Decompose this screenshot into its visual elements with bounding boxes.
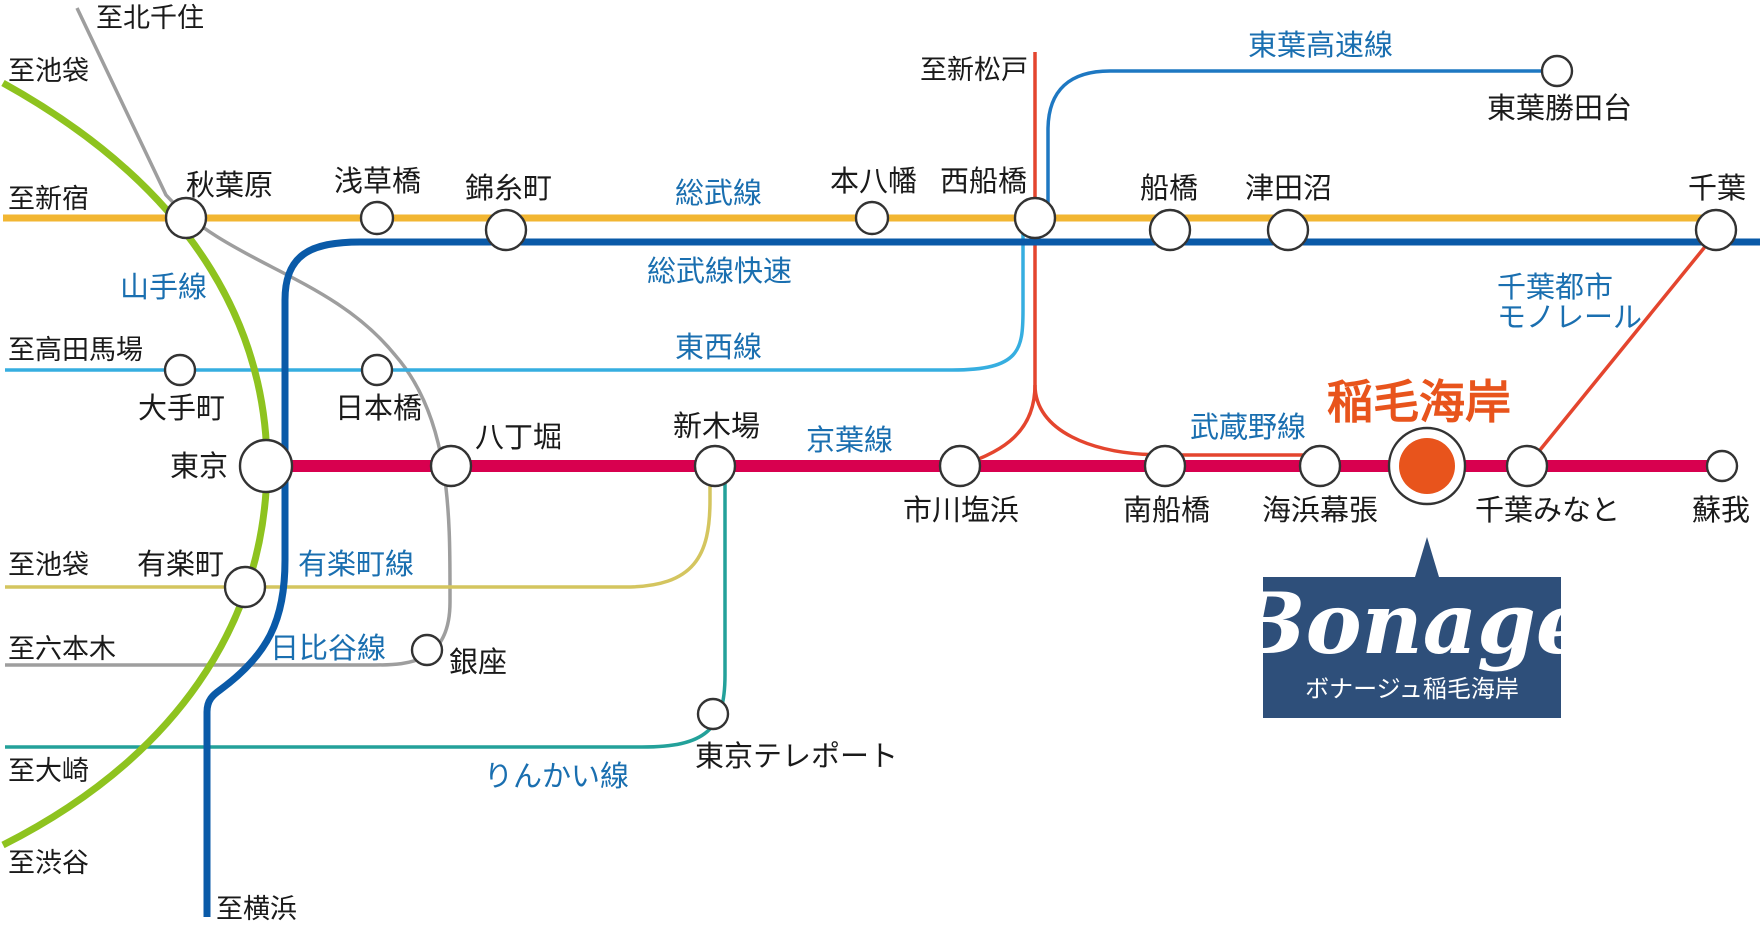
station-name-kaihin-makuhari: 海浜幕張 bbox=[1262, 493, 1378, 527]
rinkai-line-label: りんかい線 bbox=[484, 759, 629, 793]
sobu-rapid-line-label: 総武線快速 bbox=[647, 254, 792, 288]
station-marker-nishi-funabashi[interactable] bbox=[1013, 196, 1057, 240]
station-name-motoyawata: 本八幡 bbox=[830, 164, 917, 198]
sobu-rapid-line bbox=[203, 238, 1760, 917]
brand-logo[interactable]: Bonage bbox=[1233, 574, 1590, 673]
station-name-akihabara: 秋葉原 bbox=[186, 168, 273, 202]
brand-callout: Bonage ボナージュ稲毛海岸 bbox=[1233, 537, 1590, 718]
dest-shinjuku: 至新宿 bbox=[8, 184, 89, 215]
hibiya-line-label: 日比谷線 bbox=[270, 631, 386, 665]
station-marker-chiba-minato[interactable] bbox=[1505, 444, 1549, 488]
station-marker-tsudanuma[interactable] bbox=[1266, 208, 1310, 252]
toyo-rapid-line-label: 東葉高速線 bbox=[1248, 28, 1393, 62]
monorail-line-label-1: 千葉都市 bbox=[1497, 270, 1613, 304]
yamanote-line-label: 山手線 bbox=[120, 270, 207, 304]
station-name-kinshicho: 錦糸町 bbox=[465, 171, 552, 205]
brand-subtitle: ボナージュ稲毛海岸 bbox=[1305, 675, 1519, 703]
dest-ikebukuro-top: 至池袋 bbox=[8, 56, 89, 87]
station-name-yurakucho: 有楽町 bbox=[137, 547, 224, 581]
station-marker-akihabara[interactable] bbox=[164, 196, 208, 240]
target-station-name: 稲毛海岸 bbox=[1327, 375, 1511, 429]
station-name-shin-kiba: 新木場 bbox=[673, 409, 760, 443]
station-marker-tokyo-teleport[interactable] bbox=[696, 697, 730, 731]
line-labels: 山手線 総武線 総武線快速 東西線 京葉線 有楽町線 日比谷線 りんかい線 武蔵… bbox=[120, 28, 1642, 793]
yurakucho-line-label: 有楽町線 bbox=[298, 547, 414, 581]
tozai-line-label: 東西線 bbox=[675, 330, 762, 364]
dest-osaki: 至大崎 bbox=[8, 756, 89, 787]
dest-yokohama: 至横浜 bbox=[216, 894, 297, 925]
dest-shin-matsudo: 至新松戸 bbox=[920, 55, 1028, 86]
dest-kita-senju: 至北千住 bbox=[96, 3, 204, 34]
station-marker-otemachi[interactable] bbox=[163, 353, 197, 387]
tozai-line bbox=[5, 218, 1025, 372]
station-marker-ichikawa-shiohama[interactable] bbox=[938, 444, 982, 488]
callout-box bbox=[1263, 537, 1561, 718]
station-name-funabashi: 船橋 bbox=[1140, 171, 1198, 205]
station-name-tokyo: 東京 bbox=[170, 449, 228, 483]
station-name-nishi-funabashi: 西船橋 bbox=[940, 164, 1027, 198]
destination-labels: 至北千住 至池袋 至新宿 至高田馬場 至池袋 至六本木 至大崎 至渋谷 至横浜 … bbox=[8, 3, 1028, 925]
station-marker-tokyo[interactable] bbox=[238, 438, 294, 494]
station-name-soga: 蘇我 bbox=[1692, 493, 1750, 527]
station-name-nihombashi: 日本橋 bbox=[335, 391, 422, 425]
yurakucho-line bbox=[5, 475, 712, 589]
station-name-hatchobori: 八丁堀 bbox=[475, 420, 562, 454]
station-marker-shin-kiba[interactable] bbox=[693, 444, 737, 488]
toyo-rapid-line bbox=[1046, 69, 1557, 218]
rinkai-line bbox=[5, 466, 727, 749]
dest-roppongi: 至六本木 bbox=[8, 634, 116, 665]
musashino-line-label: 武蔵野線 bbox=[1190, 410, 1306, 444]
station-marker-yurakucho[interactable] bbox=[223, 565, 267, 609]
station-name-asakusabashi: 浅草橋 bbox=[334, 164, 421, 198]
monorail-line-label-2: モノレール bbox=[1497, 300, 1642, 334]
station-name-tsudanuma: 津田沼 bbox=[1245, 171, 1332, 205]
station-name-chiba: 千葉 bbox=[1688, 171, 1746, 205]
keiyo-line-label: 京葉線 bbox=[806, 423, 893, 457]
station-marker-nihombashi[interactable] bbox=[360, 353, 394, 387]
station-marker-chiba[interactable] bbox=[1694, 208, 1738, 252]
station-marker-minami-funabashi[interactable] bbox=[1143, 444, 1187, 488]
station-marker-kaihin-makuhari[interactable] bbox=[1298, 444, 1342, 488]
station-marker-funabashi[interactable] bbox=[1148, 208, 1192, 252]
station-marker-ginza[interactable] bbox=[410, 633, 444, 667]
station-name-tokyo-teleport: 東京テレポート bbox=[695, 739, 898, 773]
station-name-chiba-minato: 千葉みなと bbox=[1475, 493, 1620, 527]
station-names: 秋葉原 浅草橋 錦糸町 本八幡 西船橋 船橋 津田沼 千葉 東葉勝田台 大手町 … bbox=[137, 91, 1750, 773]
station-marker-toyo-katsutadai[interactable] bbox=[1540, 54, 1574, 88]
dest-ikebukuro-mid: 至池袋 bbox=[8, 550, 89, 581]
station-marker-kinshicho[interactable] bbox=[484, 208, 528, 252]
station-name-otemachi: 大手町 bbox=[138, 391, 225, 425]
station-marker-hatchobori[interactable] bbox=[429, 444, 473, 488]
station-name-ginza: 銀座 bbox=[449, 645, 507, 679]
sobu-line-label: 総武線 bbox=[675, 176, 762, 210]
dest-shibuya: 至渋谷 bbox=[8, 848, 89, 879]
dest-takadanobaba: 至高田馬場 bbox=[8, 335, 143, 366]
station-marker-motoyawata[interactable] bbox=[854, 200, 890, 236]
monorail-line bbox=[1525, 230, 1719, 468]
target-station-dot bbox=[1399, 438, 1455, 494]
station-markers bbox=[163, 54, 1739, 731]
station-marker-soga[interactable] bbox=[1705, 449, 1739, 483]
station-name-toyo-katsutadai: 東葉勝田台 bbox=[1487, 91, 1632, 125]
station-name-ichikawa-shiohama: 市川塩浜 bbox=[903, 493, 1019, 527]
station-marker-asakusabashi[interactable] bbox=[359, 200, 395, 236]
station-name-minami-funabashi: 南船橋 bbox=[1123, 493, 1210, 527]
